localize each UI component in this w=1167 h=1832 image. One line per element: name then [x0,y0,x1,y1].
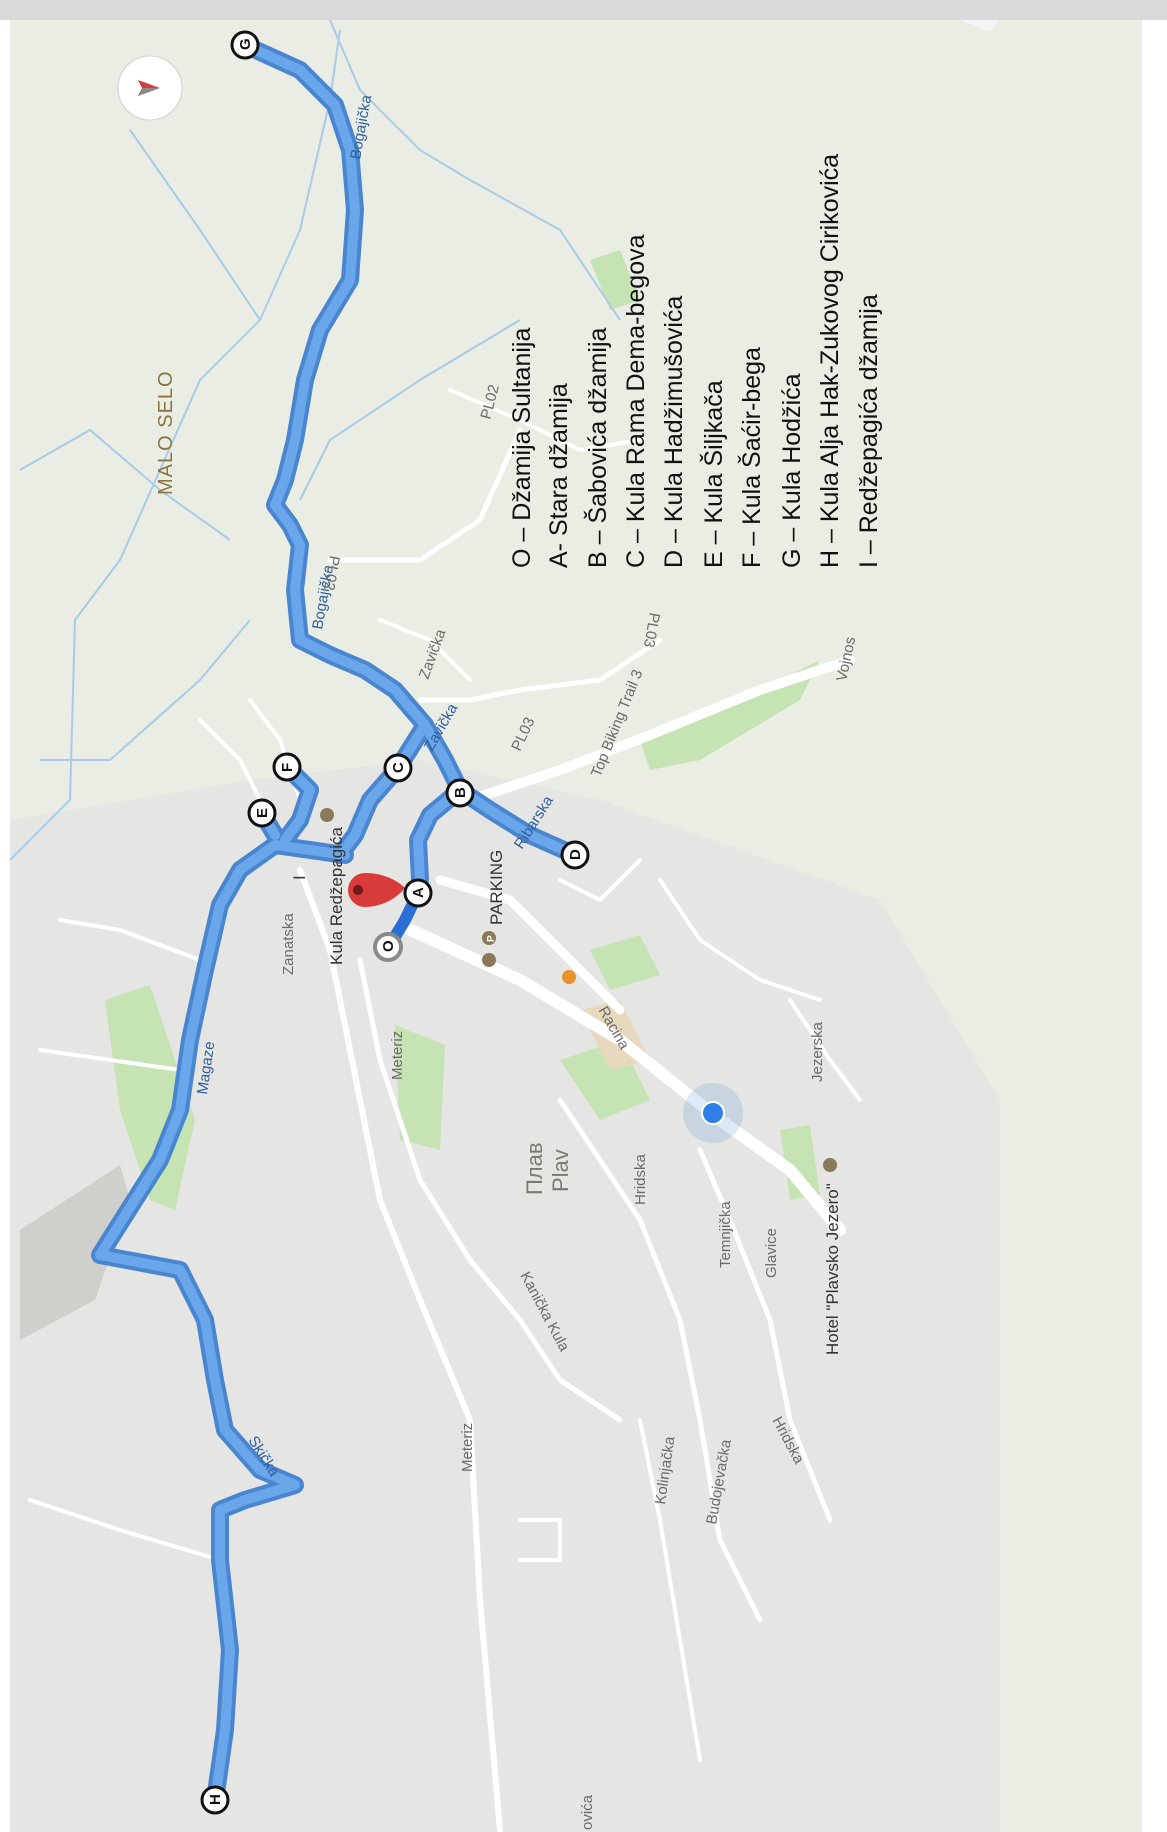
parking-poi[interactable]: P PARKING [482,850,506,945]
legend-item-o: O – Džamija Sultanija [508,328,536,568]
hotel-poi[interactable]: Hotel "Plavsko Jezero" [823,1158,842,1355]
street-label-temnjicka: Temnjička [717,1201,734,1268]
current-location-dot-icon [683,1083,743,1143]
green-area [395,1025,445,1150]
street-label-ovica: ovića [579,1794,596,1830]
street-label-zanatska: Zanatska [280,913,297,975]
marker-f-letter: F [279,763,296,772]
hotel-icon [823,1158,837,1172]
town-label-cyrillic: Плав [522,1142,547,1195]
street-label-jezerska: Jezerska [809,1021,826,1082]
marker-b-letter: B [452,787,469,798]
marker-a-letter: A [410,887,427,898]
marker-e-letter: E [254,808,271,818]
cafe-poi[interactable] [482,953,576,984]
stream [19,428,231,541]
parking-icon [482,931,496,945]
marker-b[interactable]: B [445,778,475,808]
legend-item-h: H – Kula Alja Hak-Zukovog Cirikovića [816,154,844,568]
stream [40,619,251,761]
landmark-icon [320,808,334,822]
legend-item-a: A- Stara džamija [545,383,573,568]
location-pin-icon[interactable] [348,873,405,907]
marker-d[interactable]: D [560,840,590,870]
parking-icon-letter: P [486,935,497,942]
marker-i-label: I [290,875,309,880]
stream [299,319,521,501]
street-label-hridska: Hridska [632,1153,649,1205]
marker-g[interactable]: G [230,30,260,60]
stream [329,19,621,321]
legend-item-d: D – Kula Hadžimušovića [660,296,688,568]
marker-o-letter: O [380,940,397,952]
marker-h[interactable]: H [200,1785,230,1815]
road-network [28,388,862,1832]
marker-a[interactable]: A [403,878,433,908]
compass-icon[interactable] [117,55,183,121]
kula-redzepagica-label: Kula Redžepagića [327,826,346,965]
marker-c[interactable]: C [383,753,413,783]
industrial-area [20,1165,130,1340]
map-frame-right [1142,20,1167,1832]
street-label-pl02-mid: PL02 [320,554,343,591]
legend: O – Džamija Sultanija A- Stara džamija B… [508,154,883,568]
marker-f[interactable]: F [272,752,302,782]
green-area [590,250,640,310]
legend-item-i: I – Redžepagića džamija [855,294,883,568]
town-label-latin: Plav [548,1149,573,1192]
marker-o[interactable]: O [373,932,403,962]
green-area [105,985,195,1210]
top-frame-bar [0,0,1167,20]
stream [9,29,341,861]
urban-area [10,760,1000,1832]
street-label-meteriz: Meteriz [389,1031,406,1080]
stream [129,129,261,321]
marker-g-letter: G [237,38,254,50]
area-label-malo-selo: MALO SELO [155,370,177,495]
marker-d-letter: D [567,849,584,860]
street-label-pl03-upside: PL03 [640,611,663,648]
corner-shape [960,20,1000,32]
legend-item-e: E – Kula Šiljkača [699,380,728,568]
hotel-label: Hotel "Plavsko Jezero" [823,1183,842,1355]
marker-h-letter: H [207,1794,224,1805]
kula-redzepagica-poi[interactable]: Kula Redžepagića [320,808,346,965]
marker-c-letter: C [390,762,407,773]
green-area [780,1125,820,1200]
street-label-meteriz-south: Meteriz [459,1423,476,1472]
legend-item-g: G – Kula Hodžića [778,373,806,568]
parking-label: PARKING [487,850,506,925]
green-area [590,935,660,990]
cafe-icon [562,970,576,984]
marker-e[interactable]: E [247,798,277,828]
street-label-glavice: Glavice [763,1228,780,1278]
route[interactable] [91,36,584,1809]
cafe-icon [482,953,496,967]
legend-item-b: B – Šabovića džamija [583,327,612,568]
legend-item-f: F – Kula Šaćir-bega [737,347,766,568]
legend-item-c: C – Kula Rama Dema-begova [622,234,650,568]
